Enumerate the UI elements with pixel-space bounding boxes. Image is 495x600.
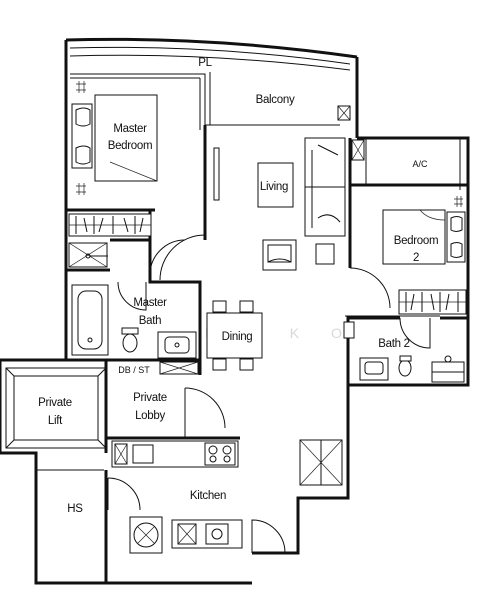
ac-label: A/C <box>412 159 428 169</box>
master-bedroom-label-1: Master <box>113 123 147 135</box>
bedroom2-label-1: Bedroom <box>394 235 439 247</box>
dining-table <box>206 312 263 359</box>
household-shelter: HS <box>67 503 83 515</box>
private-lobby-label-1: Private <box>133 392 167 404</box>
master-bath: Master Bath DB / ST <box>66 238 202 375</box>
coffee-table <box>257 162 294 208</box>
master-bath-label-1: Master <box>133 297 167 309</box>
dining-label: Dining <box>222 331 253 343</box>
bath2-basin <box>359 357 389 381</box>
kitchen-label: Kitchen <box>190 490 226 502</box>
ac-ledge: A/C <box>350 138 468 187</box>
private-lobby-label-2: Lobby <box>135 410 165 422</box>
db-st-label: DB / ST <box>118 365 150 375</box>
toilet-tank <box>121 327 139 335</box>
master-bedroom: Master Bedroom <box>66 81 220 276</box>
dining-chair <box>239 358 254 371</box>
master-bed-headboard <box>71 103 93 169</box>
basin-counter <box>157 331 197 359</box>
bath-2: Bath 2 <box>343 315 465 385</box>
hs-label: HS <box>67 503 83 515</box>
hob-icon <box>204 442 236 466</box>
bath2-label: Bath 2 <box>378 338 409 350</box>
dining-area: Dining <box>206 300 263 371</box>
tv-unit <box>213 147 220 201</box>
private-lobby: Private Lobby <box>106 387 240 440</box>
dining-chair <box>239 300 254 313</box>
bedroom2-label-2: 2 <box>413 252 419 264</box>
pillow-icon <box>75 107 91 127</box>
private-lift: Private Lift <box>5 360 108 453</box>
bedroom-2: Bedroom 2 <box>349 196 467 315</box>
kitchen: Kitchen <box>104 439 343 583</box>
master-bedroom-label-2: Bedroom <box>108 140 153 152</box>
dining-chair <box>212 300 227 313</box>
oven-icon <box>205 523 229 545</box>
balcony-area: PL Balcony <box>70 57 351 130</box>
bedside-hash-icon <box>76 81 86 195</box>
pillow-icon <box>450 242 463 258</box>
exterior-walls <box>0 37 470 585</box>
kitchen-counter <box>111 440 239 468</box>
bath2-column <box>343 321 355 339</box>
balcony-label: Balcony <box>256 94 295 106</box>
private-lift-label-2: Lift <box>48 415 63 427</box>
toilet-icon <box>398 359 412 377</box>
master-bed <box>94 94 158 182</box>
basin-icon <box>174 342 180 348</box>
living-label: Living <box>260 181 288 193</box>
private-lift-label-1: Private <box>38 397 72 409</box>
dining-chair <box>212 358 227 371</box>
living-room: Living <box>159 137 352 281</box>
washer-drum-icon <box>133 522 159 548</box>
toilet-icon <box>122 333 138 353</box>
master-bath-label-2: Bath <box>139 315 161 327</box>
pillow-icon <box>75 145 91 165</box>
side-table <box>315 243 335 265</box>
bedside-hash-icon <box>454 196 463 207</box>
pl-label: PL <box>198 57 212 69</box>
kitchen-lower-counter <box>171 519 243 549</box>
pillow-icon <box>450 216 463 232</box>
bathtub <box>71 284 109 356</box>
shower-head-icon <box>444 355 452 363</box>
sink-icon <box>132 444 154 464</box>
